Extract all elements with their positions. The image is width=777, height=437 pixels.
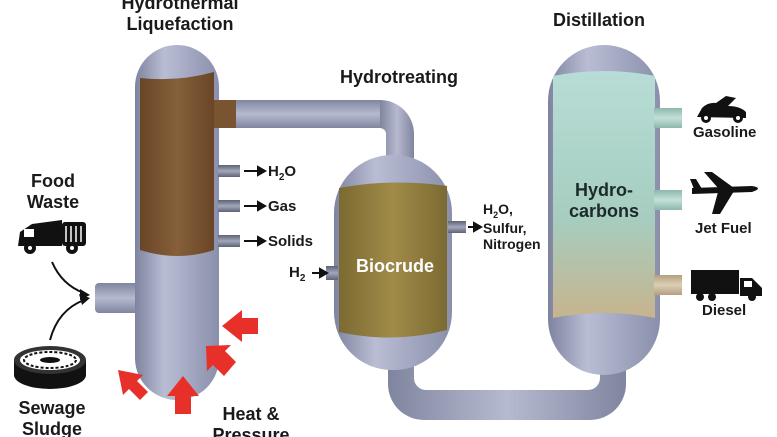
- sewage-sludge-label: Sewage Sludge: [0, 398, 104, 437]
- htl-solids-output: Solids: [268, 233, 314, 250]
- feed-inlet-pipe: [95, 283, 140, 313]
- product-diesel: Diesel: [702, 302, 747, 319]
- distillation-title: Distillation: [553, 10, 646, 30]
- garbage-truck-icon: [18, 220, 86, 254]
- biocrude-label: Biocrude: [356, 256, 435, 276]
- sewage-line1: Sewage: [18, 398, 86, 418]
- htl-title-line1: Hydrothermal: [121, 0, 239, 13]
- pipe-hydrotreater-to-column: [388, 350, 626, 420]
- htl-gas-output: Gas: [268, 198, 297, 215]
- heat-line1: Heat &: [222, 404, 280, 424]
- hydrotreater-vessel: [326, 155, 466, 370]
- sewage-line2: Sludge: [21, 418, 82, 437]
- htl-title-line2: Liquefaction: [126, 13, 234, 34]
- sewage-tank-icon: [14, 346, 86, 389]
- hydrocarbons-line2: carbons: [568, 200, 640, 221]
- food-waste-label: Food Waste: [8, 171, 98, 212]
- hydrogen-input: H2: [289, 264, 306, 284]
- distillation-column: [548, 45, 682, 375]
- product-gasoline: Gasoline: [693, 124, 757, 141]
- byproduct-nitrogen: Nitrogen: [483, 236, 541, 253]
- hydrotreater-arrows: [312, 221, 484, 279]
- hydrocarbons-line1: Hydro-: [575, 180, 633, 200]
- heat-line2: Pressure: [212, 424, 290, 437]
- airplane-icon: [690, 172, 758, 214]
- heat-arrows: [118, 310, 258, 414]
- htl-outlet-nozzles: [218, 165, 240, 247]
- hydrotreating-title: Hydrotreating: [340, 67, 459, 87]
- food-waste-line2: Waste: [26, 191, 80, 212]
- food-waste-line1: Food: [31, 171, 75, 191]
- hydrocarbons-label: Hydro- carbons: [556, 180, 652, 221]
- product-jet-fuel: Jet Fuel: [695, 220, 752, 237]
- hydrotreater-byproducts: H2O, Sulfur, Nitrogen: [483, 201, 541, 253]
- truck-icon: [691, 270, 762, 301]
- heat-pressure-label: Heat & Pressure: [196, 404, 306, 437]
- car-icon: [697, 96, 746, 123]
- htl-outlet-arrows: [244, 165, 268, 247]
- htl-title: Hydrothermal Liquefaction: [100, 0, 260, 34]
- feed-arrows: [49, 261, 85, 341]
- byproduct-sulfur: Sulfur,: [483, 220, 527, 237]
- htl-reactor-vessel: [135, 45, 236, 400]
- htl-water-output: H2O: [268, 163, 297, 183]
- pipe-htl-to-hydrotreater: [210, 100, 414, 160]
